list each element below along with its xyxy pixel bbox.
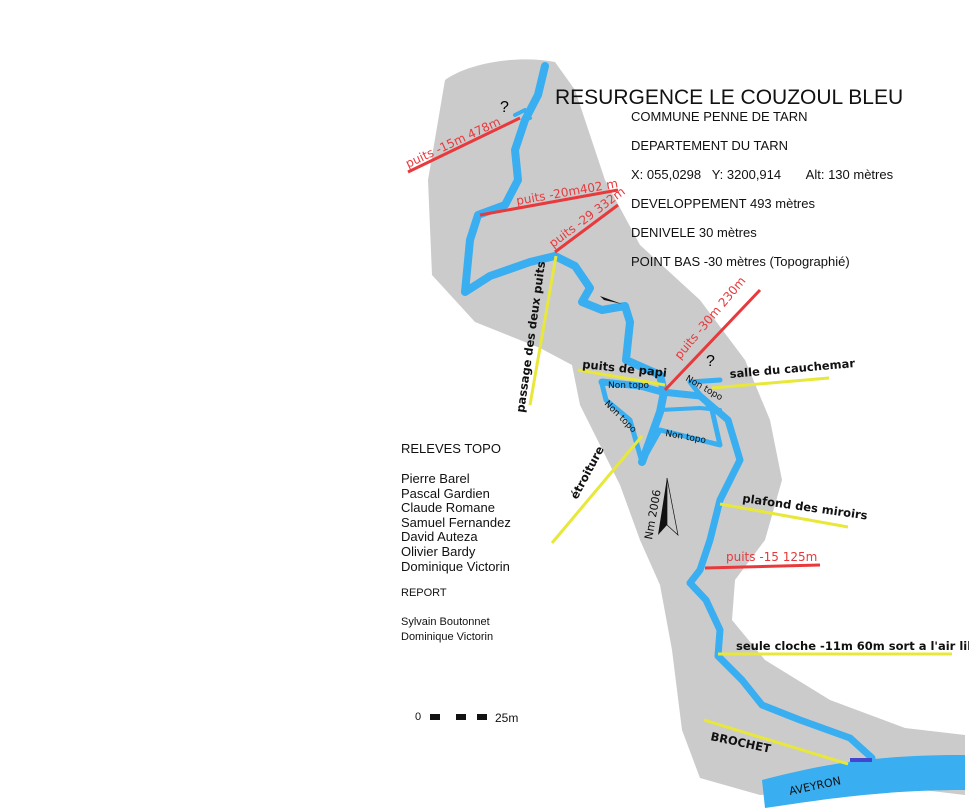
cave-passage	[461, 62, 876, 762]
info-commune: COMMUNE PENNE DE TARN	[631, 109, 808, 124]
releves-names: Pierre Barel Pascal Gardien Claude Roman…	[401, 471, 511, 574]
releves-heading: RELEVES TOPO	[401, 441, 501, 456]
reporter: Dominique Victorin	[401, 630, 494, 643]
report-heading: REPORT	[401, 587, 447, 599]
scale-start: 0	[415, 711, 422, 723]
surveyor: Olivier Bardy	[401, 543, 476, 559]
info-denivele: DENIVELE 30 mètres	[631, 225, 757, 240]
label-salle-cauchemar: salle du cauchemar	[729, 356, 856, 381]
surveyor: Samuel Fernandez	[401, 514, 511, 530]
label-seule-cloche: seule cloche -11m 60m sort a l'air libre	[736, 639, 969, 653]
scale-end: 25m	[495, 711, 519, 725]
info-point-bas: POINT BAS -30 mètres (Topographié)	[631, 254, 850, 269]
north-arrow-icon	[658, 478, 667, 535]
aveyron-river	[762, 755, 965, 808]
survey-leaders	[407, 116, 952, 766]
map-title: RESURGENCE LE COUZOUL BLEU	[555, 86, 904, 109]
north-arrow-icon	[666, 477, 679, 536]
info-departement: DEPARTEMENT DU TARN	[631, 138, 788, 153]
scale-bar	[430, 714, 487, 720]
surveyor: Pascal Gardien	[401, 485, 490, 501]
surveyor: Pierre Barel	[401, 471, 470, 486]
report-names: Sylvain Boutonnet Dominique Victorin	[401, 615, 493, 644]
boat-icon	[850, 758, 872, 762]
surveyor: Dominique Victorin	[401, 558, 510, 574]
label-etroiture: étroiture	[567, 443, 607, 501]
rock-massif	[428, 59, 965, 796]
label-non-topo: Non topo	[608, 381, 650, 391]
info-coordinates: X: 055,0298 Y: 3200,914 Alt: 130 mètres	[631, 167, 894, 182]
label-puits-125: puits -15 125m	[726, 550, 817, 564]
reporter: Sylvain Boutonnet	[401, 616, 490, 628]
sump-icon	[600, 296, 622, 304]
surveyor: Claude Romane	[401, 500, 495, 516]
surveyor: David Auteza	[401, 529, 478, 545]
question-mark: ?	[500, 99, 509, 116]
question-mark: ?	[706, 353, 715, 370]
info-developpement: DEVELOPPEMENT 493 mètres	[631, 196, 815, 211]
